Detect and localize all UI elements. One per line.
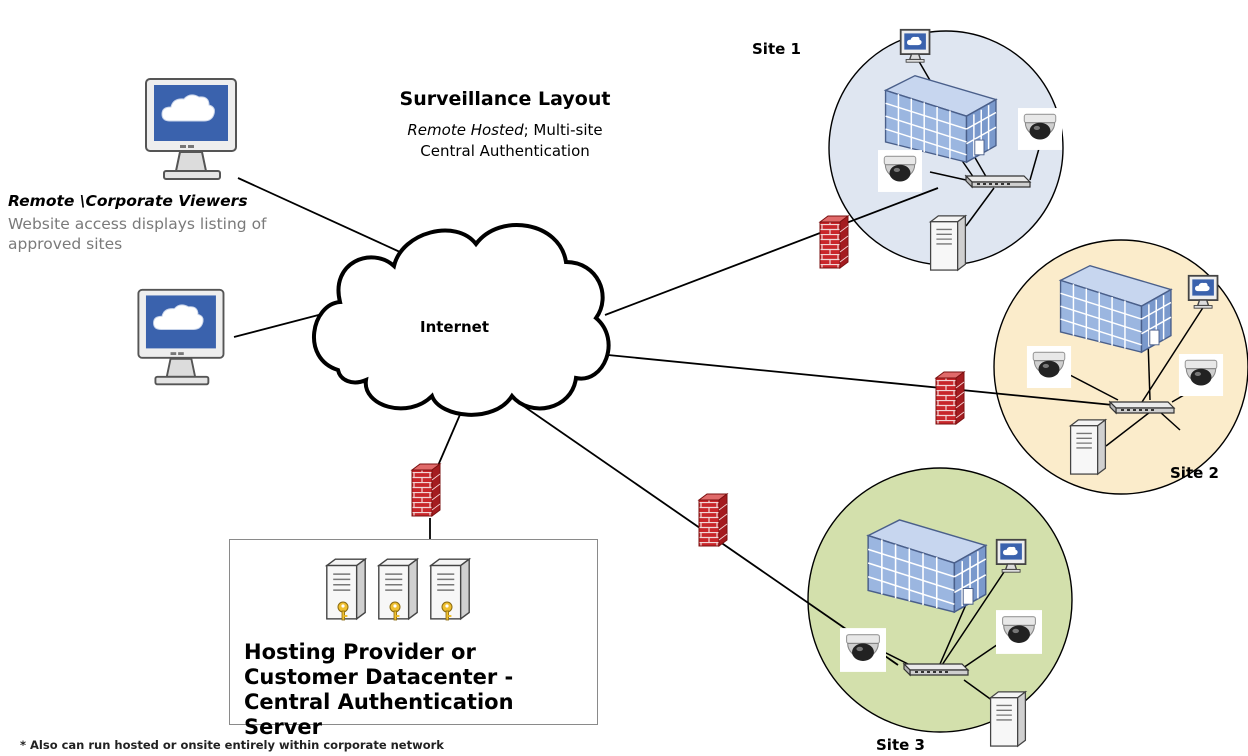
subtitle-rest: ; Multi-site (523, 121, 603, 139)
site1-server-icon (929, 215, 967, 271)
site-3-label: Site 3 (876, 736, 925, 754)
viewer-monitor-icon (144, 77, 238, 181)
viewer-monitor-icon-2 (137, 288, 225, 386)
firewall-icon-site1 (819, 215, 849, 269)
site2-switch-icon (1109, 401, 1175, 414)
subtitle-italic: Remote Hosted (407, 121, 524, 139)
site-2-label: Site 2 (1170, 464, 1219, 482)
datacenter-servers (326, 558, 470, 621)
site3-camera-icon-left (840, 628, 886, 672)
site2-server-icon (1069, 419, 1107, 475)
site1-camera-icon-left (878, 150, 922, 192)
viewers-description: Website access displays listing of appro… (8, 215, 267, 253)
internet-cloud-icon (312, 223, 611, 417)
internet-label: Internet (420, 318, 490, 336)
firewall-icon-site2 (935, 371, 965, 425)
firewall-icon-datacenter (411, 463, 441, 517)
diagram-subtitle: Remote Hosted; Multi-site Central Authen… (355, 120, 655, 162)
site-links (883, 57, 1205, 707)
firewall-icon-site3 (698, 493, 728, 547)
footnote: * Also can run hosted or onsite entirely… (20, 738, 444, 752)
site3-switch-icon (903, 663, 969, 676)
datacenter-label: Hosting Provider or Customer Datacenter … (244, 640, 514, 739)
site1-switch-icon (965, 175, 1031, 188)
site1-camera-icon-right (1018, 108, 1062, 150)
site3-server-icon (989, 691, 1027, 747)
viewers-title: Remote \Corporate Viewers (8, 192, 248, 210)
site2-camera-icon-left (1026, 346, 1072, 388)
site2-camera-icon-right (1178, 354, 1224, 396)
site-1-label: Site 1 (752, 40, 801, 58)
subtitle-line2: Central Authentication (420, 142, 590, 160)
diagram-title: Surveillance Layout (399, 88, 611, 110)
site-2-circle (993, 239, 1248, 495)
site3-camera-icon-right (996, 610, 1042, 654)
